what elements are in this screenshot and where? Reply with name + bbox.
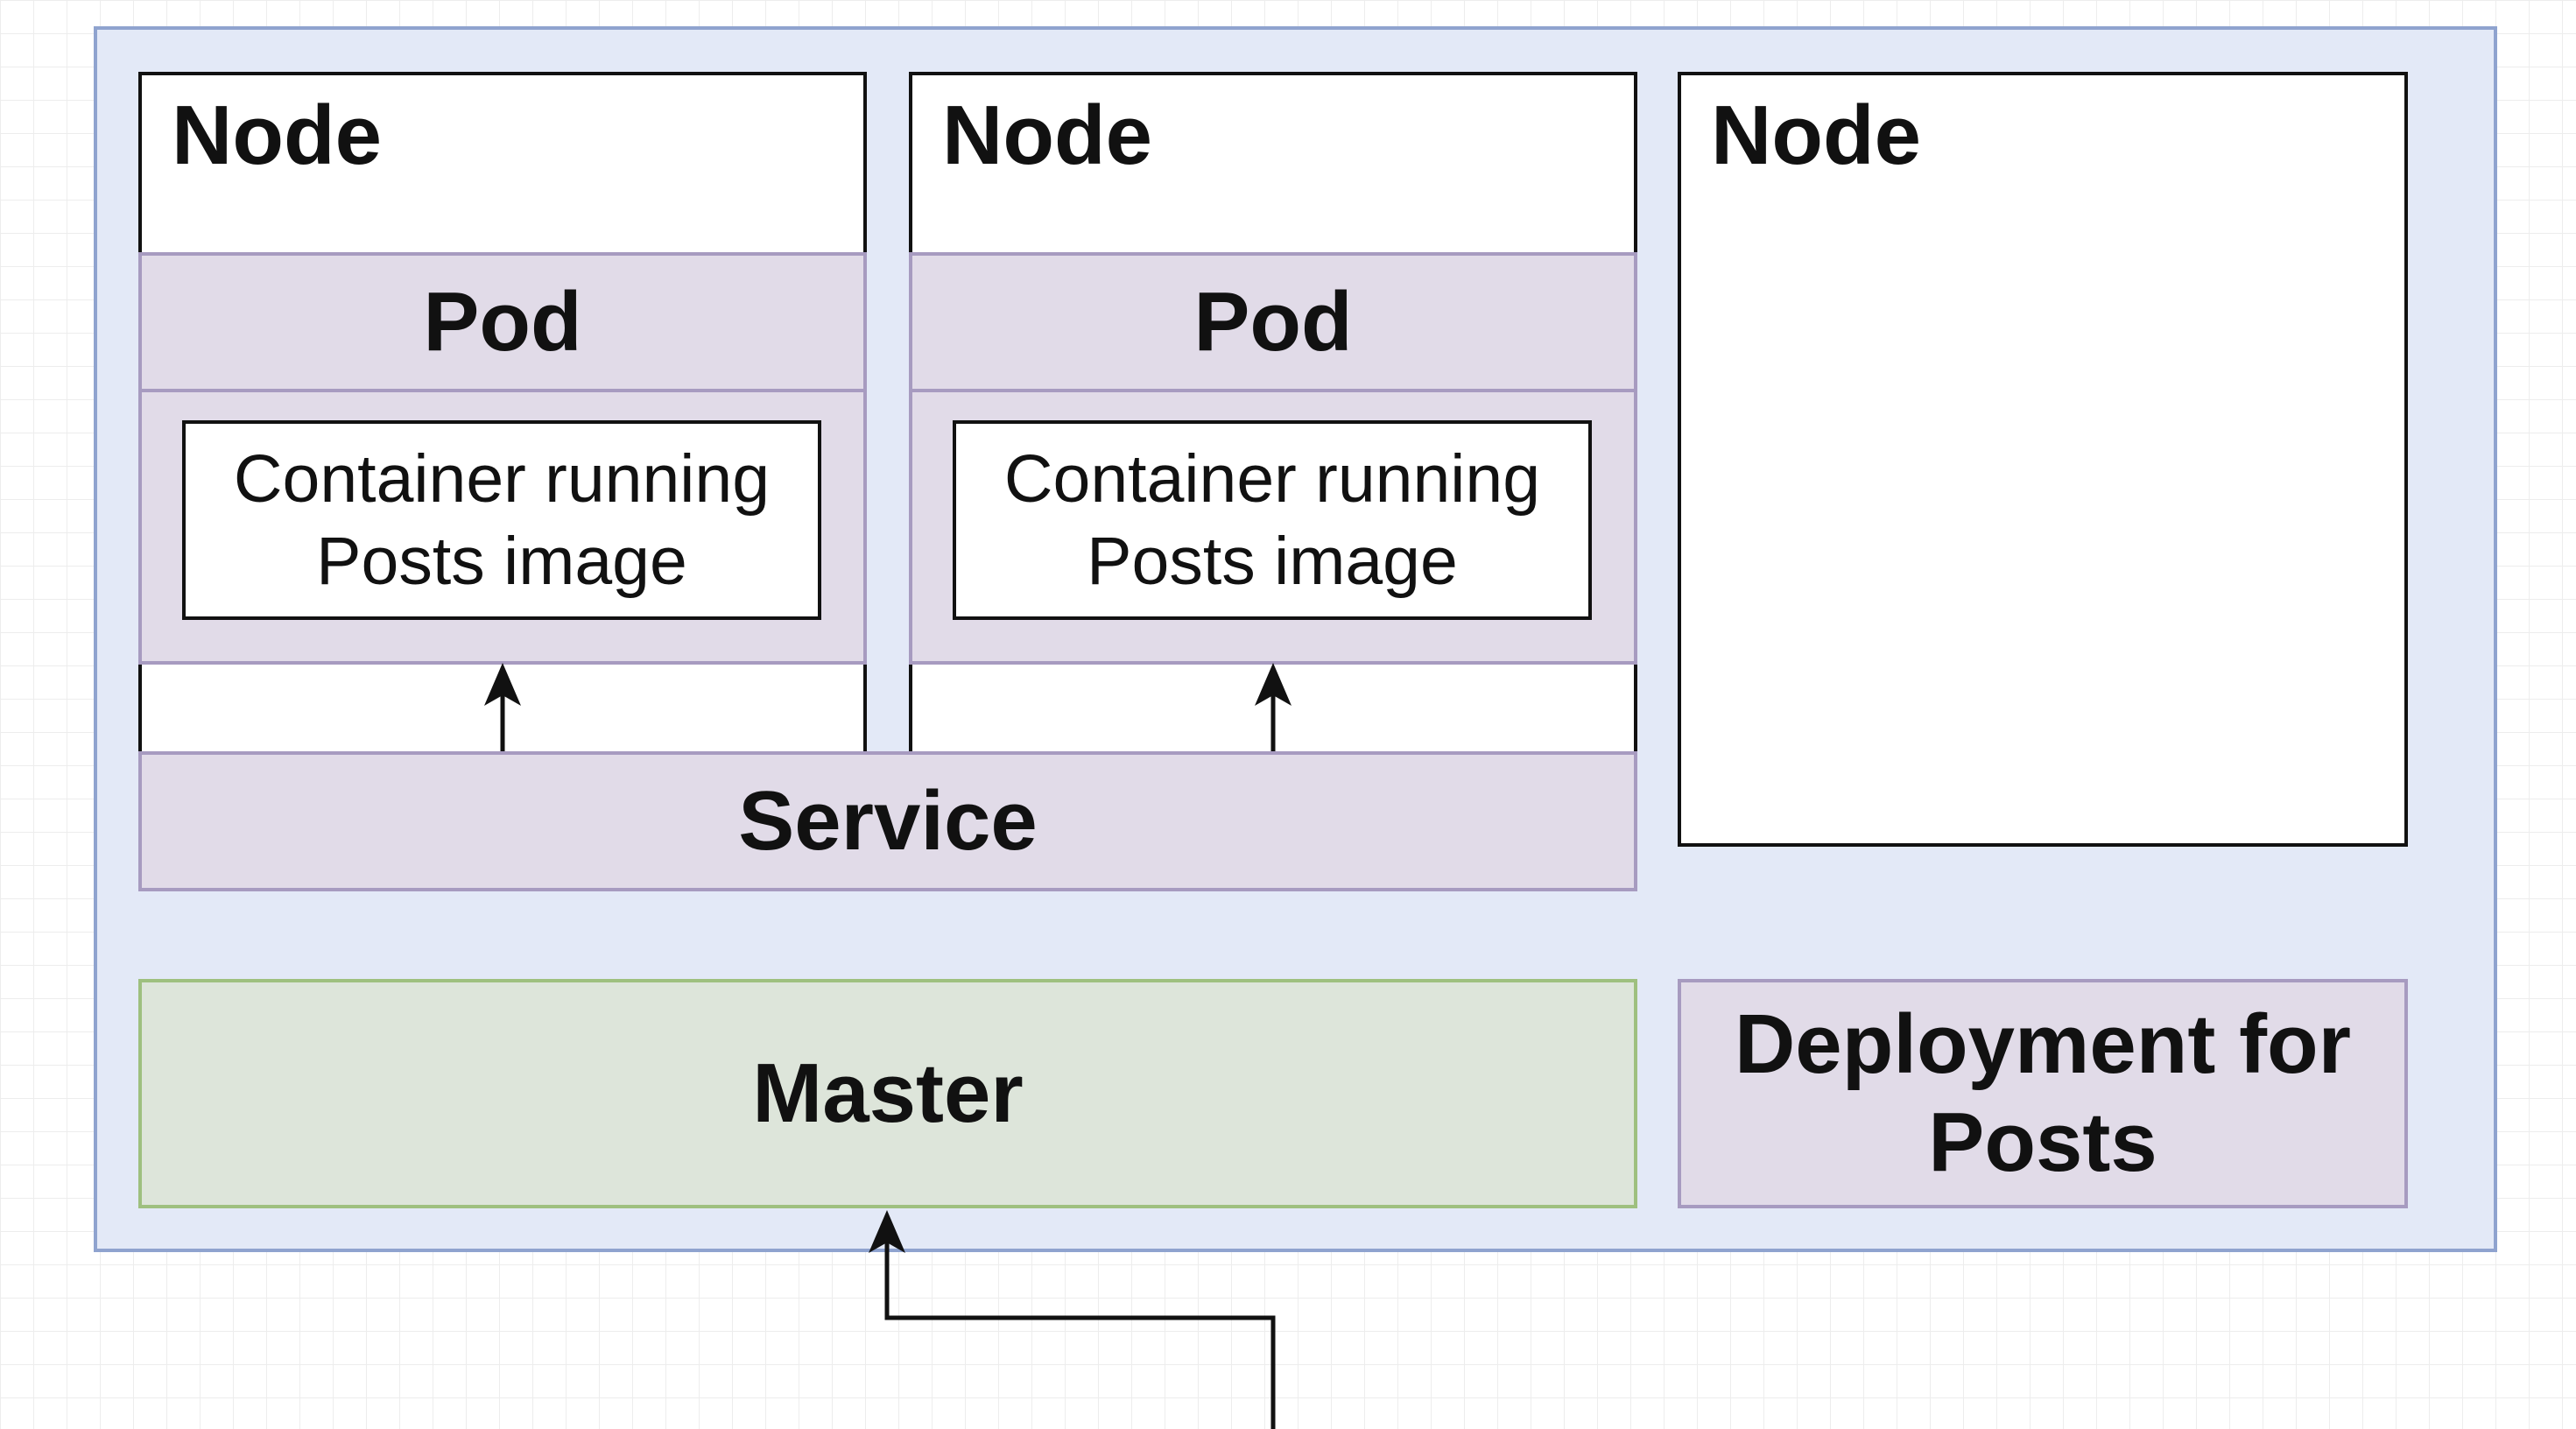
node-1-container-label: Container running Posts image <box>233 441 771 599</box>
node-1-title: Node <box>172 88 382 182</box>
node-2-title: Node <box>942 88 1152 182</box>
deployment-label: Deployment for Posts <box>1734 997 2352 1189</box>
node-2-pod-label: Pod <box>1193 275 1353 369</box>
node-1-pod-header: Pod <box>138 252 867 392</box>
node-2-container: Container running Posts image <box>953 420 1592 620</box>
service: Service <box>138 751 1637 891</box>
service-label: Service <box>738 774 1038 868</box>
node-2-container-label: Container running Posts image <box>1003 441 1541 599</box>
master-label: Master <box>752 1046 1024 1140</box>
node-3-title: Node <box>1711 88 1921 182</box>
deployment: Deployment for Posts <box>1678 979 2408 1208</box>
node-1-pod-label: Pod <box>423 275 582 369</box>
node-2-pod-header: Pod <box>909 252 1637 392</box>
ingress-to-master-arrow <box>884 1235 1276 1429</box>
node-1-container: Container running Posts image <box>182 420 821 620</box>
master: Master <box>138 979 1637 1208</box>
node-3: Node <box>1678 72 2408 847</box>
